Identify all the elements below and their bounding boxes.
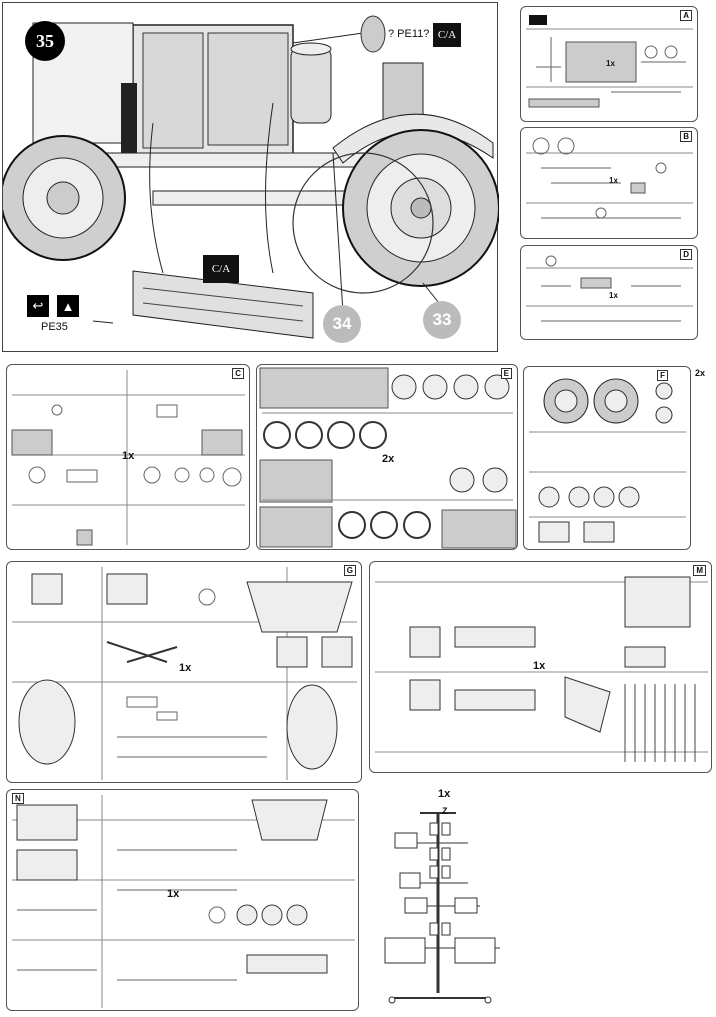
sprue-c-letter: C <box>232 368 244 379</box>
assembly-step-panel: 35 ? PE11? C/A C/A ↩ ▲ PE35 34 33 <box>0 2 500 352</box>
sprue-d-qty: 1x <box>609 291 618 300</box>
sprue-z-letter: Z <box>442 806 448 816</box>
sprue-a: A 1x <box>520 6 698 122</box>
pe35-label: PE35 <box>41 321 68 333</box>
ref-step-33: 33 <box>423 301 461 339</box>
sprue-c-qty: 1x <box>122 450 135 462</box>
sprue-m: M 1x <box>369 561 712 773</box>
sprue-m-qty: 1x <box>533 660 546 672</box>
sprue-d-letter: D <box>680 249 692 260</box>
ca-badge-top: C/A <box>433 23 461 47</box>
sprue-e-letter: E <box>500 368 512 379</box>
sprue-z-qty: 1x <box>438 788 451 800</box>
sprue-n-letter: N <box>12 793 24 804</box>
sprue-z: 1x Z <box>380 788 510 1013</box>
sprue-a-letter: A <box>680 10 692 21</box>
sprue-b: B 1x <box>520 127 698 239</box>
bend-arrow-icon: ↩ <box>27 295 49 317</box>
sprue-e-qty: 2x <box>382 453 395 465</box>
sprue-n-qty: 1x <box>167 888 180 900</box>
step-number: 35 <box>25 21 65 61</box>
sprue-f-qty: 2x <box>695 368 706 378</box>
sprue-g: G 1x <box>6 561 362 783</box>
sprue-a-qty: 1x <box>606 59 615 68</box>
sprue-b-qty: 1x <box>609 176 618 185</box>
sprue-f-letter: F <box>657 370 668 381</box>
sprue-e: E 2x <box>256 364 518 550</box>
sprue-b-letter: B <box>680 131 692 142</box>
ca-badge-mid: C/A <box>203 255 239 283</box>
triangle-icon: ▲ <box>57 295 79 317</box>
sprue-f: F <box>523 366 691 550</box>
sprue-n: N 1x <box>6 789 359 1011</box>
ref-step-34: 34 <box>323 305 361 343</box>
sprue-c: C 1x <box>6 364 250 550</box>
sprue-g-letter: G <box>343 565 356 576</box>
sprue-g-qty: 1x <box>179 662 192 674</box>
sprue-d: D 1x <box>520 245 698 340</box>
sprue-m-letter: M <box>693 565 706 576</box>
pe11-callout: ? PE11? <box>388 28 430 40</box>
truck-drawing <box>0 15 500 339</box>
